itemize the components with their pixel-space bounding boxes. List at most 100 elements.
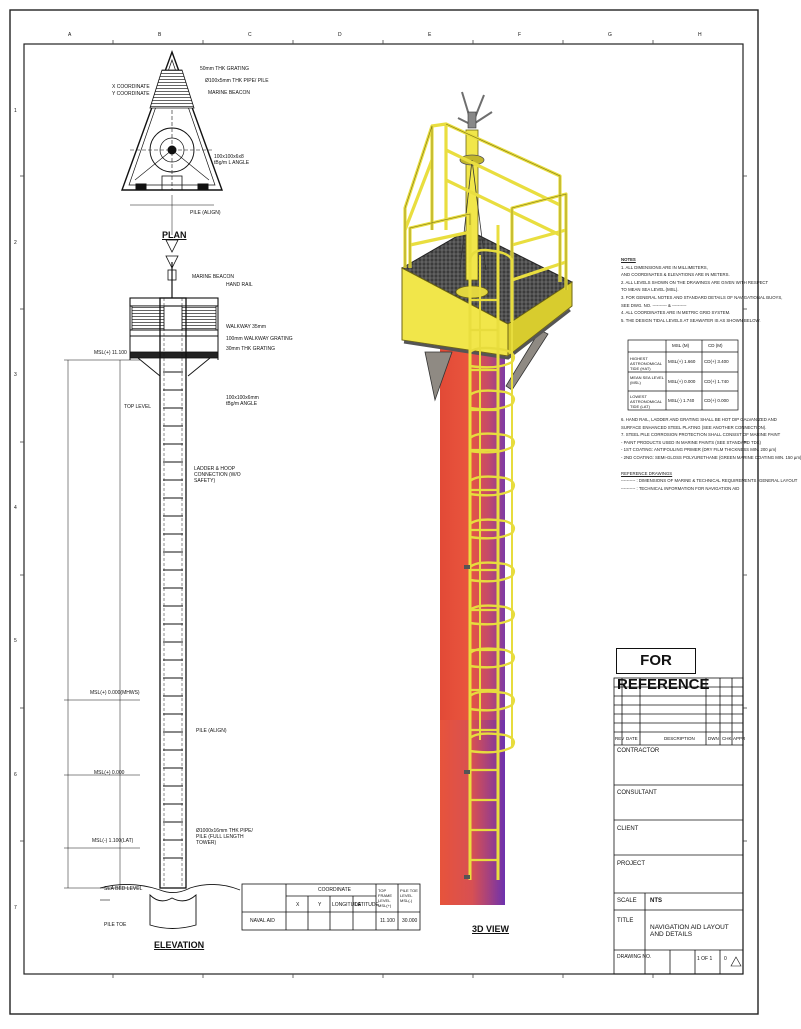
level-pile-toe: PILE TOE	[104, 922, 127, 928]
elev-callout-grating: 100mm WALKWAY GRATING	[226, 336, 293, 342]
col-label-g: G	[608, 32, 612, 38]
plan-callout-pile: PILE (ALIGN)	[190, 210, 221, 216]
tide-row-lat-cd: CD(+) 0.000	[704, 398, 729, 403]
row-label-3: 3	[14, 372, 17, 378]
row-label-1: 1	[14, 108, 17, 114]
rev-header-dwn: DWN	[708, 736, 719, 741]
coord-table-row-top: 11.100	[380, 918, 395, 924]
notes-line: 5. THE DESIGN TIDAL LEVELS AT SEAWATER I…	[621, 317, 761, 323]
project-label: PROJECT	[617, 861, 646, 867]
coord-table-lon: LONGITUDE	[332, 902, 362, 908]
coord-table-lat: LATITUDE	[355, 902, 379, 908]
col-label-e: E	[428, 32, 432, 38]
elev-callout-pile: PILE (ALIGN)	[196, 728, 227, 734]
rev-header-rev: REV	[615, 736, 625, 741]
scale-value: NTS	[650, 898, 662, 904]
elev-callout-beacon: MARINE BEACON	[192, 274, 234, 280]
tide-row-msl: MEAN SEA LEVEL (MSL)	[630, 375, 664, 385]
notes-line: 1. ALL DIMENSIONS ARE IN MILLIMETERS,	[621, 264, 708, 270]
plan-callout-grating: 50mm THK GRATING	[200, 66, 249, 72]
notes-line: 7. STEEL PILE CORROSION PROTECTION SHALL…	[621, 432, 781, 438]
notes-block: NOTES 1. ALL DIMENSIONS ARE IN MILLIMETE…	[621, 256, 783, 324]
row-label-2: 2	[14, 240, 17, 246]
level-msl: MSL(+) 0.000	[94, 770, 125, 776]
notes-line: 6. HAND RAIL, LADDER AND GRATING SHALL B…	[621, 417, 777, 422]
plan-view-label: PLAN	[162, 230, 187, 240]
plan-callout-y: Y COORDINATE	[112, 91, 150, 97]
coord-table-pile-toe: PILE TOE LEVEL MSL(-)	[400, 888, 418, 903]
tide-row-lat: LOWEST ASTRONOMICAL TIDE (LAT)	[630, 394, 662, 409]
col-label-d: D	[338, 32, 342, 38]
notes-line: - PAINT PRODUCTS USED IN MARINE PAINTS (…	[621, 439, 761, 445]
for-reference-stamp: FOR REFERENCE	[616, 648, 710, 693]
rev-header-date: DATE	[626, 736, 638, 741]
scale-label: SCALE	[617, 898, 637, 904]
rev-header-appr: APPR	[733, 736, 746, 741]
level-mhws: MSL(+) 0.000(MHWS)	[90, 690, 140, 696]
plan-callout-pipe: Ø100x5mm THK PIPE/ PILE	[205, 78, 269, 84]
notes-line: - 1ST COATING: ANTIFOULING PRIMER (DRY F…	[621, 447, 777, 453]
inner-border	[23, 43, 744, 975]
notes-title: NOTES	[621, 257, 636, 262]
plan-callout-x: X COORDINATE	[112, 84, 150, 90]
tide-row-msl-cd: CD(+) 1.740	[704, 379, 729, 384]
rev-header-chk: CHK	[722, 736, 732, 741]
level-top: MSL(+) 11.100	[94, 350, 127, 356]
client-label: CLIENT	[617, 826, 639, 832]
consultant-label: CONSULTANT	[617, 790, 657, 796]
notes-line: SEE DWG. NO. ---------- & ----------	[621, 302, 687, 308]
elev-callout-handrail: HAND RAIL	[226, 282, 253, 288]
tide-table	[627, 339, 739, 411]
revision-number: 0	[724, 956, 727, 962]
border-ticks	[20, 40, 747, 978]
notes-line: 4. ALL COORDINATES ARE IN METRIC GRID SY…	[621, 310, 731, 316]
tide-header-msl: MSL (M)	[672, 343, 690, 348]
coordinate-table	[241, 883, 421, 931]
tide-header-cd: CD (M)	[708, 343, 723, 348]
tide-row-msl-msl: MSL(+) 0.000	[668, 379, 696, 384]
plan-callout-beacon: MARINE BEACON	[208, 90, 250, 96]
reference-line: ---------- : DIMENSIONS OF MARINE & TECH…	[621, 478, 798, 484]
plan-callout-angle: 100x100x6x8 tBg/m L ANGLE	[214, 154, 250, 166]
outer-border	[9, 9, 759, 1015]
contractor-label: CONTRACTOR	[617, 748, 660, 754]
ladder-rungs	[470, 298, 498, 862]
title-label: TITLE	[617, 918, 634, 924]
elev-callout-ladder: LADDER & HOOP CONNECTION (W/O SAFETY)	[194, 466, 241, 484]
coord-table-row-name: NAVAL AID	[250, 918, 275, 924]
tide-row-hat-cd: CD(+) 3.400	[704, 359, 729, 364]
elev-callout-angle: 100x100x6mm tBg/m ANGLE	[226, 395, 259, 407]
tide-row-hat: HIGHEST ASTRONOMICAL TIDE (HAT)	[630, 356, 662, 371]
coord-table-x: X	[296, 902, 300, 908]
ladder-cage	[468, 248, 516, 754]
tide-row-hat-msl: MSL(+) 1.660	[668, 359, 696, 364]
drawing-title: NAVIGATION AID LAYOUT AND DETAILS	[650, 924, 729, 938]
3d-tower-view	[400, 91, 574, 905]
col-label-f: F	[518, 32, 522, 38]
title-block	[613, 677, 744, 975]
notes-line: - 2ND COATING: SEMI-GLOSS POLYURETHANE (…	[621, 454, 801, 460]
rev-header-desc: DESCRIPTION	[664, 736, 695, 741]
notes-line: 2. ALL LEVELS SHOWN ON THE DRAWINGS ARE …	[621, 279, 769, 285]
drawing-no-label: DRAWING NO.	[617, 954, 652, 960]
col-label-h: H	[698, 32, 702, 38]
level-seabed: SEA BED LEVEL	[104, 886, 143, 892]
elevation-view	[64, 262, 241, 929]
col-label-b: B	[158, 32, 162, 38]
reference-line: ---------- : TECHNICAL INFORMATION FOR N…	[621, 485, 740, 491]
notes-line: SURFACE ENHANCED STEEL PLATING (SEE ANOT…	[621, 424, 767, 430]
reference-title: REFERENCE DRAWINGS	[621, 470, 673, 476]
col-label-c: C	[248, 32, 252, 38]
tide-row-lat-msl: MSL(-) 1.740	[668, 398, 695, 403]
notes-line: TO MEAN SEA LEVEL (MSL).	[621, 287, 679, 293]
level-lat: MSL(-) 1.100(LAT)	[92, 838, 134, 844]
3d-view-label: 3D VIEW	[472, 924, 510, 934]
drawing-canvas	[9, 9, 759, 1015]
coord-table-top-level: TOP FRAME LEVEL MSL(+)	[378, 888, 392, 908]
notes-line: 3. FOR GENERAL NOTES AND STANDARD DETAIL…	[621, 294, 783, 300]
row-label-5: 5	[14, 638, 17, 644]
drawing-sheet: A B C D E F G H 1 2 3 4 5 6 7 50mm THK G…	[9, 9, 801, 1015]
notes-line: AND COORDINATES & ELEVATIONS ARE IN METE…	[621, 272, 730, 278]
row-label-4: 4	[14, 505, 17, 511]
row-label-7: 7	[14, 905, 17, 911]
